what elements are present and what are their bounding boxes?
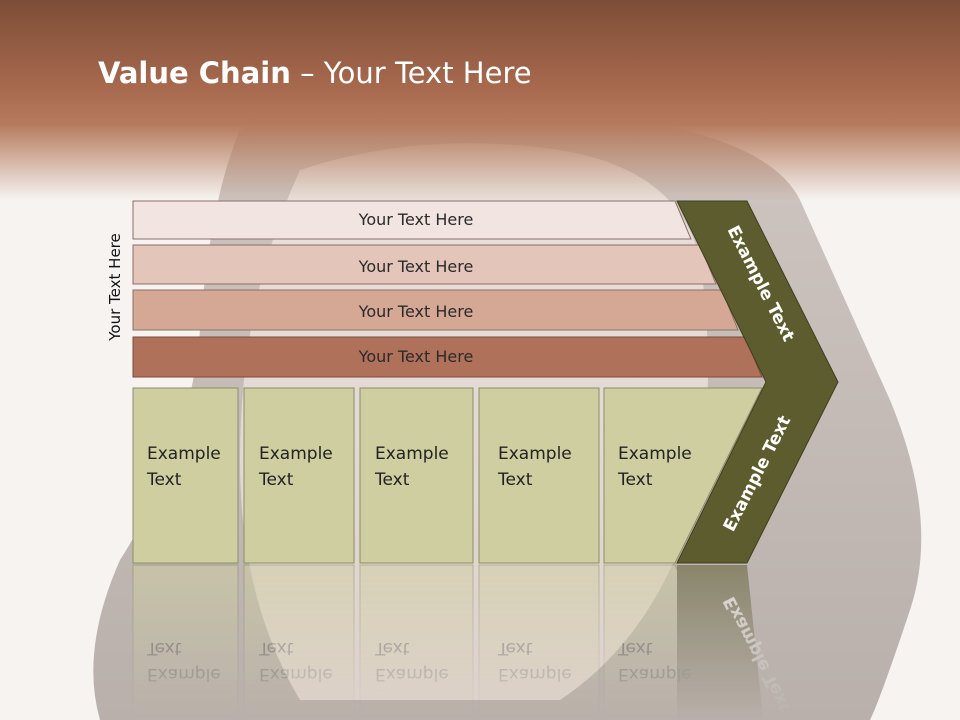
row-band-4 [132,336,763,378]
reflection-box-4-line1: Example [498,664,572,684]
row-label-3: Your Text Here [358,302,474,321]
header-band [0,0,960,200]
box-5-line2: Text [617,470,653,490]
activity-box-1 [132,387,239,564]
box-3-line1: Example [375,444,449,464]
box-3-line2: Text [374,470,410,490]
reflection-box-5-line2: Text [617,638,653,658]
margin-arrow [676,200,839,564]
box-1-line1: Example [147,444,221,464]
title-rest: – Your Text Here [290,56,532,90]
box-4-line2: Text [497,470,533,490]
reflection-box-1-line1: Example [147,664,221,684]
row-band-1 [132,200,692,240]
row-label-4: Your Text Here [358,347,474,366]
reflection-box-2-line2: Text [258,638,294,658]
row-label-2: Your Text Here [358,257,474,276]
activity-box-4 [478,387,600,564]
reflection-box-1-line2: Text [146,638,182,658]
box-2-line2: Text [258,470,294,490]
box-1-line2: Text [146,470,182,490]
reflection-box-3-line1: Example [375,664,449,684]
row-band-3 [132,289,739,331]
activity-box-2 [243,387,355,564]
activity-box-5 [603,387,763,564]
reflection-box-3-line2: Text [374,638,410,658]
page-title: Value Chain – Your Text Here [98,56,532,90]
reflection-box-2-line1: Example [259,664,333,684]
box-4-line1: Example [498,444,572,464]
reflection-box-4-line2: Text [497,638,533,658]
row-label-1: Your Text Here [358,210,474,229]
activity-box-3 [359,387,474,564]
title-bold: Value Chain [98,56,291,90]
row-band-2 [132,244,717,285]
box-5-line1: Example [618,444,692,464]
box-2-line1: Example [259,444,333,464]
reflection-box-5-line1: Example [618,664,692,684]
diagram-reflection: Example Text Example Text Example Text E… [132,564,795,720]
